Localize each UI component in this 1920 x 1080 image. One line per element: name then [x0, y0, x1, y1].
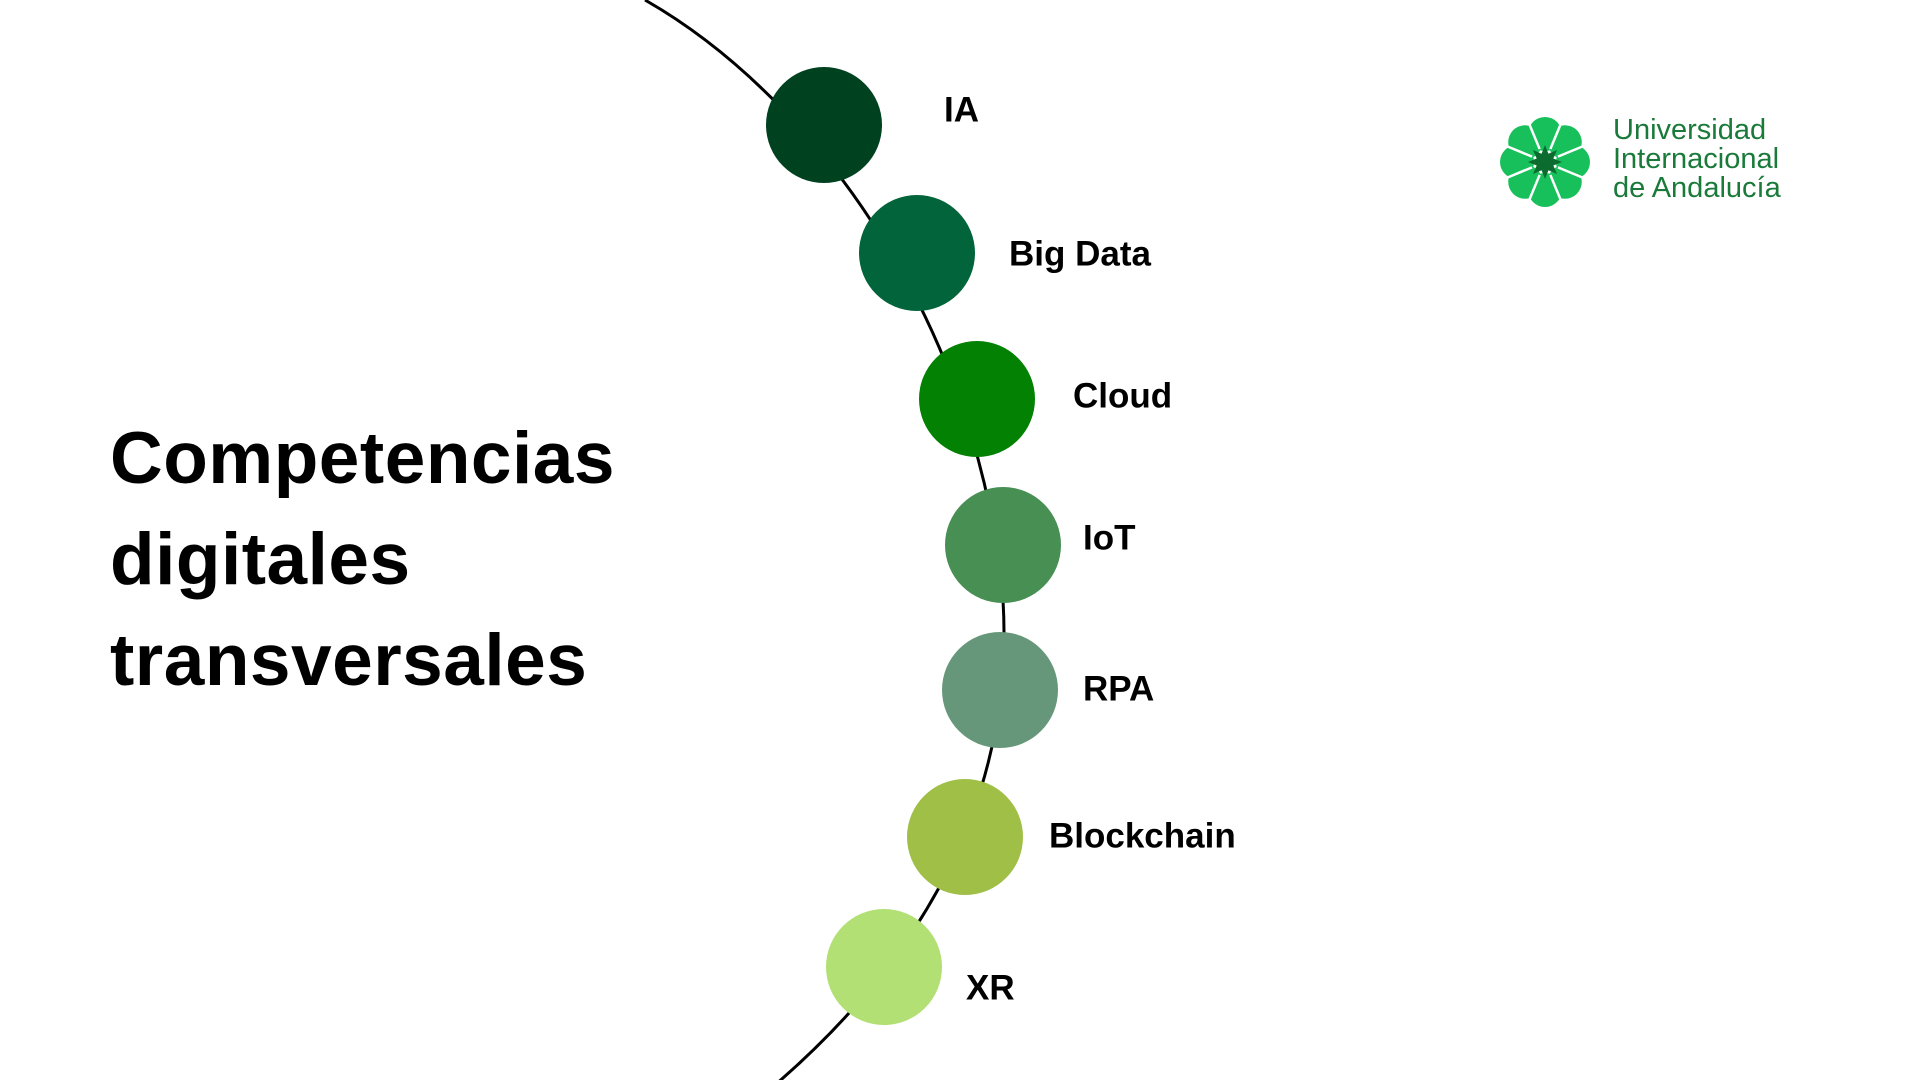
node-big-data: [859, 195, 975, 311]
logo-text: Universidad Internacional de Andalucía: [1613, 116, 1781, 203]
university-logo: Universidad Internacional de Andalucía: [1495, 112, 1825, 212]
label-xr: XR: [966, 968, 1015, 1007]
node-xr: [826, 909, 942, 1025]
label-cloud: Cloud: [1073, 376, 1172, 415]
label-big-data: Big Data: [1009, 234, 1152, 273]
star-ornament-icon: [1500, 117, 1590, 207]
logo-line-2: Internacional: [1613, 143, 1780, 175]
node-iot: [945, 487, 1061, 603]
label-blockchain: Blockchain: [1049, 816, 1236, 855]
label-ia: IA: [944, 90, 979, 129]
page-title: Competencias digitales transversales: [110, 408, 615, 711]
node-rpa: [942, 632, 1058, 748]
label-iot: IoT: [1083, 518, 1135, 557]
title-line-1: Competencias: [110, 418, 615, 499]
node-blockchain: [907, 779, 1023, 895]
logo-line-3: de Andalucía: [1613, 172, 1781, 204]
node-ia: [766, 67, 882, 183]
title-line-3: transversales: [110, 620, 588, 701]
title-line-2: digitales: [110, 519, 411, 600]
label-rpa: RPA: [1083, 669, 1154, 708]
node-cloud: [919, 341, 1035, 457]
logo-line-1: Universidad: [1613, 114, 1767, 146]
